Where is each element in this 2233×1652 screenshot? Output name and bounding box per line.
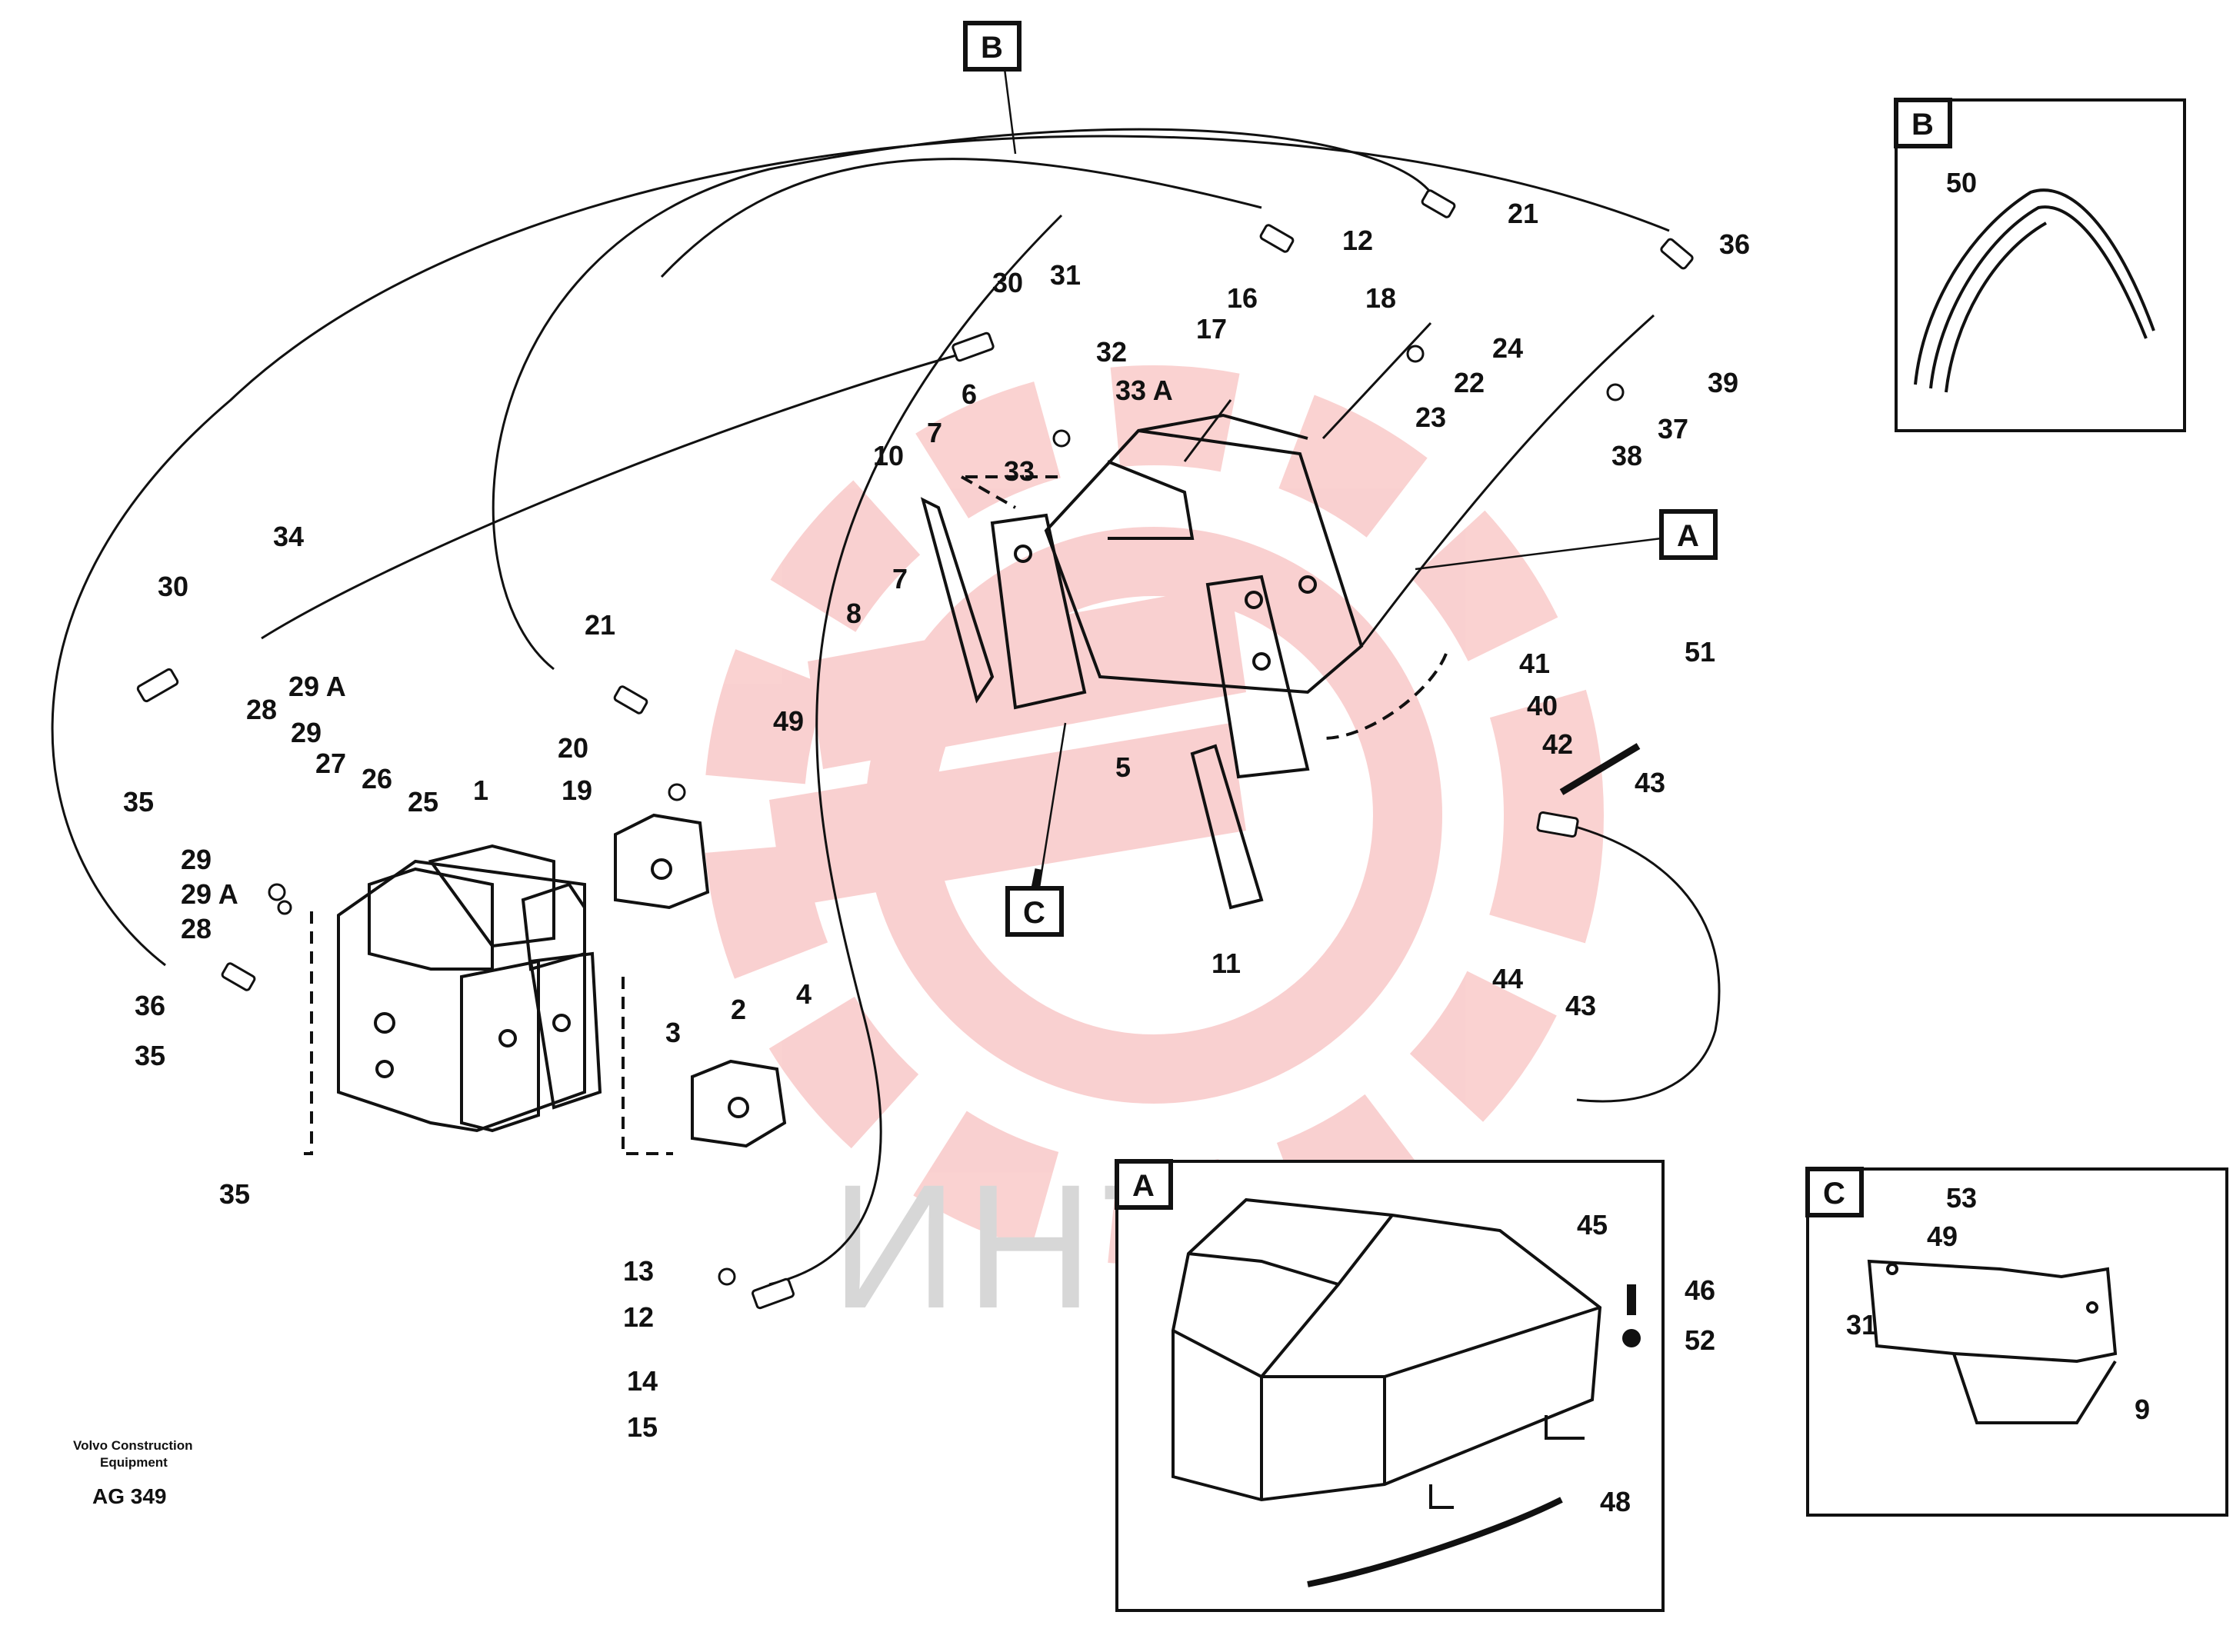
main-block xyxy=(920,413,1364,910)
diagram-label: C xyxy=(1823,1177,1845,1211)
diagram-label: A xyxy=(1677,519,1699,553)
part-label: 14 xyxy=(627,1365,658,1397)
part-label: 18 xyxy=(1365,282,1396,314)
cover-45 xyxy=(1171,1197,1602,1509)
part-label: 35 xyxy=(135,1040,165,1071)
part-label: 17 xyxy=(1196,313,1227,345)
part-label: 42 xyxy=(1542,728,1573,760)
diagram-label: 9 xyxy=(2135,1394,2150,1425)
diagram-label: C xyxy=(1023,896,1045,930)
watermark-logo xyxy=(704,365,1604,1265)
part-label: 21 xyxy=(1508,198,1538,229)
part-label: 36 xyxy=(135,990,165,1021)
control-valve-block xyxy=(337,844,602,1133)
part-label: 35 xyxy=(123,786,154,818)
part-label: 28 xyxy=(181,913,212,944)
part-label: 7 xyxy=(892,563,908,595)
diagram-label: Volvo Construction xyxy=(73,1438,193,1453)
diagram-label: AG 349 xyxy=(92,1484,167,1508)
inset-B: B 50 xyxy=(1894,98,2186,432)
diagram-label: B xyxy=(1911,108,1934,142)
part-label: 35 xyxy=(219,1178,250,1210)
part-label: 4 xyxy=(796,978,812,1010)
part-label: 29 xyxy=(291,717,322,748)
inset-C: C 53 49 31 9 xyxy=(1805,1167,2228,1517)
part-label: 40 xyxy=(1527,690,1558,721)
part-label: 33 A xyxy=(1115,375,1173,406)
part-label: 1 xyxy=(473,774,488,806)
part-label: 41 xyxy=(1519,648,1550,679)
diagram-label: Equipment xyxy=(100,1455,168,1470)
diagram-label: 31 xyxy=(1846,1309,1877,1341)
part-label: 32 xyxy=(1096,336,1127,368)
hose-lines xyxy=(51,128,1721,1286)
part-label: 30 xyxy=(158,571,188,602)
part-label: 49 xyxy=(773,705,804,737)
part-label: 13 xyxy=(623,1255,654,1287)
diagram-label: 52 xyxy=(1685,1324,1715,1356)
part-label: 39 xyxy=(1708,367,1738,398)
part-label: 12 xyxy=(1342,225,1373,256)
part-label: 26 xyxy=(362,763,392,794)
bracket-9 xyxy=(1867,1259,2118,1424)
part-label: 8 xyxy=(846,598,862,629)
part-labels: 1 2 3 4 5 6 7 7 8 10 11 12 12 13 14 15 1… xyxy=(123,198,1750,1443)
part-label: 15 xyxy=(627,1411,658,1443)
part-label: 30 xyxy=(992,267,1023,298)
diagram-label: 48 xyxy=(1600,1486,1631,1517)
diagram-label: A xyxy=(1132,1169,1155,1203)
part-label: 12 xyxy=(623,1301,654,1333)
part-label: 38 xyxy=(1611,440,1642,471)
part-label: 19 xyxy=(562,774,592,806)
spiral-guard-50 xyxy=(1914,188,2155,393)
footer: Volvo Construction Equipment AG 349 xyxy=(73,1438,193,1508)
part-label: 24 xyxy=(1492,332,1523,364)
part-label: 16 xyxy=(1227,282,1258,314)
diagram-label: 49 xyxy=(1927,1221,1958,1252)
part-label: 5 xyxy=(1115,751,1131,783)
part-label: 33 xyxy=(1004,455,1035,487)
part-label: 2 xyxy=(731,994,746,1025)
diagram-label: B xyxy=(981,31,1003,65)
part-label: 43 xyxy=(1565,990,1596,1021)
part-label: 22 xyxy=(1454,367,1485,398)
part-label: 21 xyxy=(585,609,615,641)
part-label: 29 xyxy=(181,844,212,875)
part-label: 27 xyxy=(315,748,346,779)
inset-A: A 45 46 48 52 xyxy=(1115,1159,1715,1612)
plate-upper xyxy=(614,813,710,910)
part-label: 28 xyxy=(246,694,277,725)
diagram-label: 53 xyxy=(1946,1182,1977,1214)
callout-C: C xyxy=(1005,886,1064,937)
callout-B: B xyxy=(963,21,1022,72)
callout-A: A xyxy=(1659,509,1718,560)
part-label: 6 xyxy=(962,378,977,410)
part-label: 11 xyxy=(1211,948,1241,979)
part-label: 29 A xyxy=(288,671,346,702)
plate-2 xyxy=(691,1059,787,1148)
part-label: 44 xyxy=(1492,963,1523,994)
part-label: 34 xyxy=(273,521,304,552)
part-label: 3 xyxy=(665,1017,681,1048)
part-label: 29 A xyxy=(181,878,238,910)
diagram-label: 45 xyxy=(1577,1209,1608,1241)
diagram-label: 46 xyxy=(1685,1274,1715,1306)
part-label: 10 xyxy=(873,440,904,471)
part-label: 37 xyxy=(1658,413,1688,445)
part-label: 25 xyxy=(408,786,438,818)
part-label: 51 xyxy=(1685,636,1715,668)
diagram-label: 50 xyxy=(1946,167,1977,198)
fittings xyxy=(136,189,1694,1310)
part-label: 31 xyxy=(1050,259,1081,291)
part-label: 36 xyxy=(1719,228,1750,260)
part-label: 23 xyxy=(1415,401,1446,433)
part-label: 43 xyxy=(1635,767,1665,798)
part-label: 20 xyxy=(558,732,588,764)
part-label: 7 xyxy=(927,417,942,448)
